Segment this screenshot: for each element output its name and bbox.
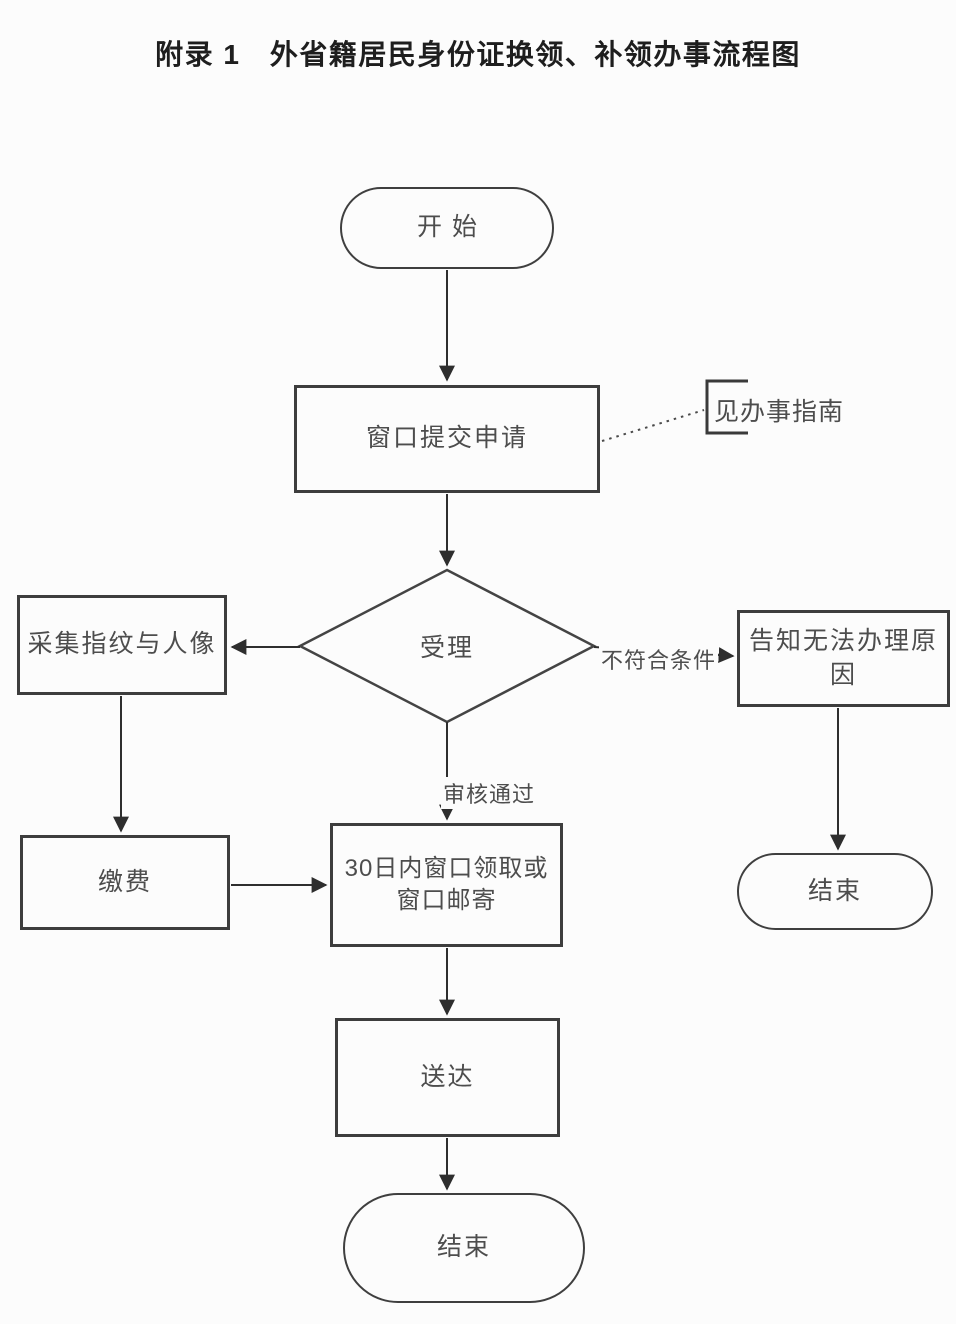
node-end-reject: 结束 — [737, 853, 933, 930]
node-submit-label: 窗口提交申请 — [365, 424, 528, 453]
node-pickup-or-mail: 30日内窗口领取或 窗口邮寄 — [330, 823, 563, 947]
node-deliver-label: 送达 — [420, 1062, 475, 1091]
node-pay-fee: 缴费 — [20, 835, 230, 930]
node-pay-label: 缴费 — [97, 867, 152, 896]
node-end-main-label: 结束 — [436, 1233, 491, 1262]
node-accept-decision-label: 受理 — [419, 634, 474, 662]
node-pickup-label: 30日内窗口领取或 窗口邮寄 — [344, 854, 549, 914]
guide-note-text: 见办事指南 — [714, 398, 845, 426]
node-deliver: 送达 — [335, 1018, 560, 1137]
node-start: 开始 — [340, 187, 554, 269]
node-inform-rejection-reason: 告知无法办理原 因 — [737, 610, 950, 707]
node-start-label: 开始 — [416, 213, 487, 242]
node-inform-label: 告知无法办理原 因 — [748, 626, 938, 689]
node-collect-label: 采集指纹与人像 — [27, 630, 217, 659]
dotted-guide-connector — [601, 409, 705, 442]
node-submit-application: 窗口提交申请 — [294, 385, 600, 493]
node-collect-fingerprint-portrait: 采集指纹与人像 — [17, 595, 227, 695]
node-end-reject-label: 结束 — [807, 876, 862, 905]
node-end-main: 结束 — [343, 1193, 585, 1303]
page-title: 附录 1 外省籍居民身份证换领、补领办事流程图 — [155, 39, 801, 70]
edge-label-approved: 审核通过 — [441, 777, 538, 809]
edge-label-rejected: 不符合条件 — [599, 643, 719, 675]
